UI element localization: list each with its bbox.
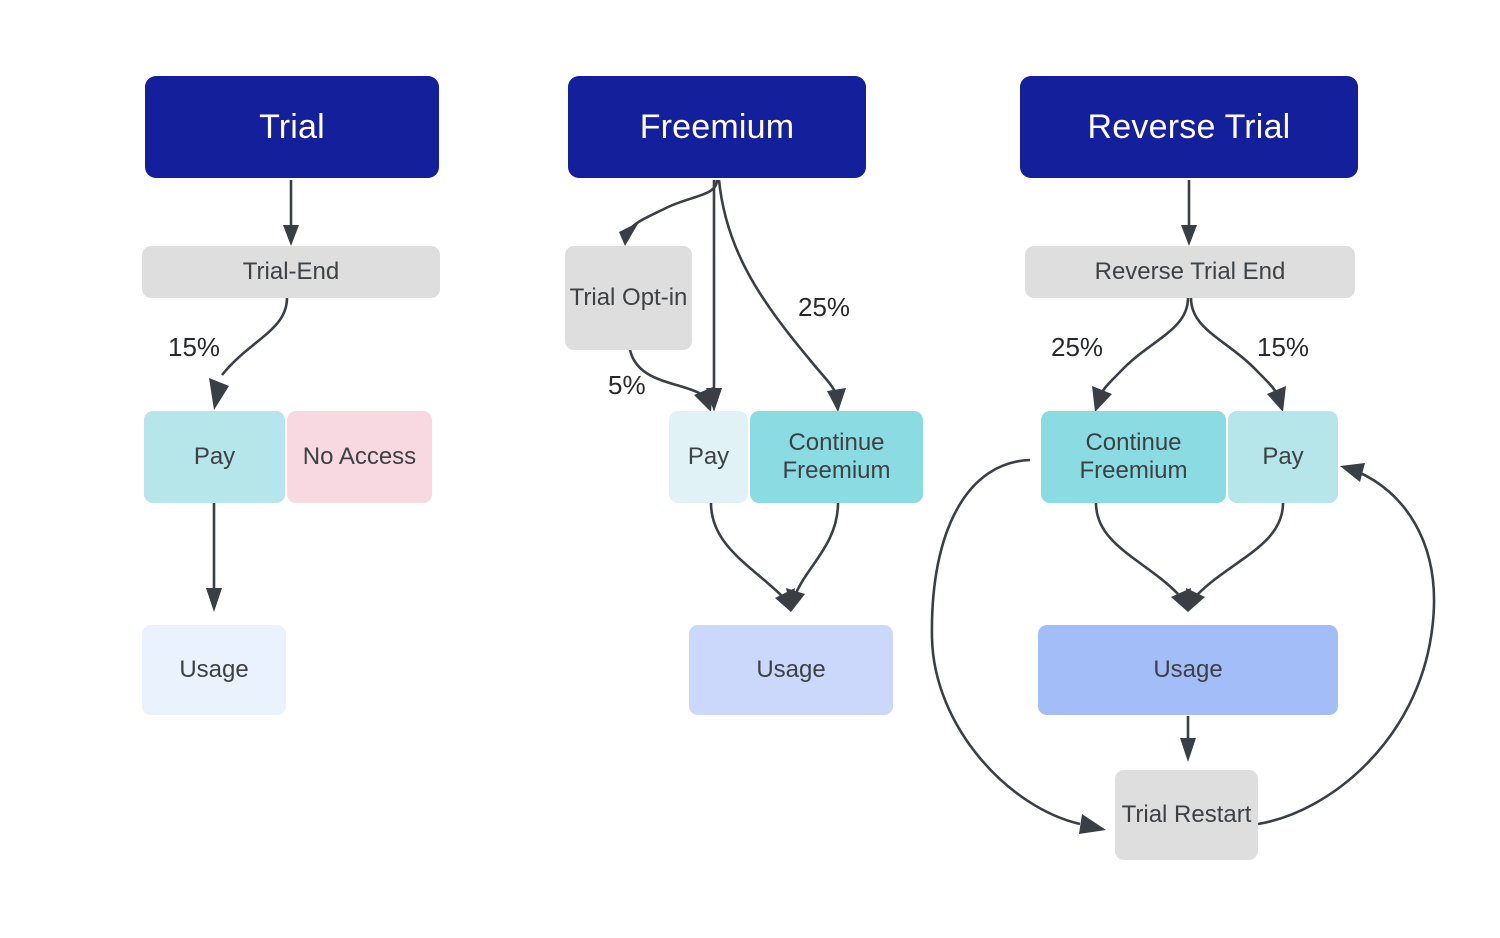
edge-freemium-to-pay bbox=[706, 180, 722, 412]
edge-label-rt-15: 15% bbox=[1257, 332, 1310, 362]
edge-label-rt-25: 25% bbox=[1051, 332, 1104, 362]
edge-label-freemium-25: 25% bbox=[798, 292, 851, 322]
edge-pay-to-usage-trial bbox=[206, 503, 222, 612]
node-freemium-header[interactable]: Freemium bbox=[568, 76, 866, 178]
node-freemium-pay[interactable]: Pay bbox=[669, 411, 748, 503]
node-freemium-continue[interactable]: Continue Freemium bbox=[750, 411, 923, 503]
node-rt-continue-freemium[interactable]: Continue Freemium bbox=[1041, 411, 1226, 503]
node-freemium-usage[interactable]: Usage bbox=[689, 625, 893, 715]
node-rt-trial-restart[interactable]: Trial Restart bbox=[1115, 770, 1258, 860]
node-reverse-trial-header[interactable]: Reverse Trial bbox=[1020, 76, 1358, 178]
node-reverse-trial-end[interactable]: Reverse Trial End bbox=[1025, 246, 1355, 298]
edge-rt-pay-to-usage bbox=[1186, 502, 1285, 612]
node-rt-pay[interactable]: Pay bbox=[1228, 411, 1338, 503]
node-trial-usage[interactable]: Usage bbox=[142, 625, 286, 715]
edge-reverse-trial-to-end bbox=[1181, 180, 1197, 246]
node-trial-end[interactable]: Trial-End bbox=[142, 246, 440, 298]
edge-rt-usage-to-trial-restart bbox=[1180, 716, 1196, 762]
edge-label-freemium-5: 5% bbox=[608, 370, 646, 400]
edge-trial-end-to-pay bbox=[209, 297, 289, 410]
node-rt-usage[interactable]: Usage bbox=[1038, 625, 1338, 715]
edge-rt-continue-to-usage bbox=[1094, 502, 1191, 612]
edge-freemium-to-trial-opt-in bbox=[619, 179, 719, 246]
edge-label-trial-15: 15% bbox=[168, 332, 221, 362]
edge-trial-to-trial-end bbox=[283, 180, 299, 246]
edge-continue-freemium-to-usage bbox=[786, 502, 840, 612]
node-trial-pay[interactable]: Pay bbox=[144, 411, 285, 503]
edge-pay-to-usage-freemium bbox=[709, 502, 795, 612]
node-trial-header[interactable]: Trial bbox=[145, 76, 439, 178]
node-trial-no-access[interactable]: No Access bbox=[287, 411, 432, 503]
node-freemium-trial-opt-in[interactable]: Trial Opt-in bbox=[565, 246, 692, 350]
edge-rt-end-to-continue-freemium bbox=[1092, 297, 1190, 412]
